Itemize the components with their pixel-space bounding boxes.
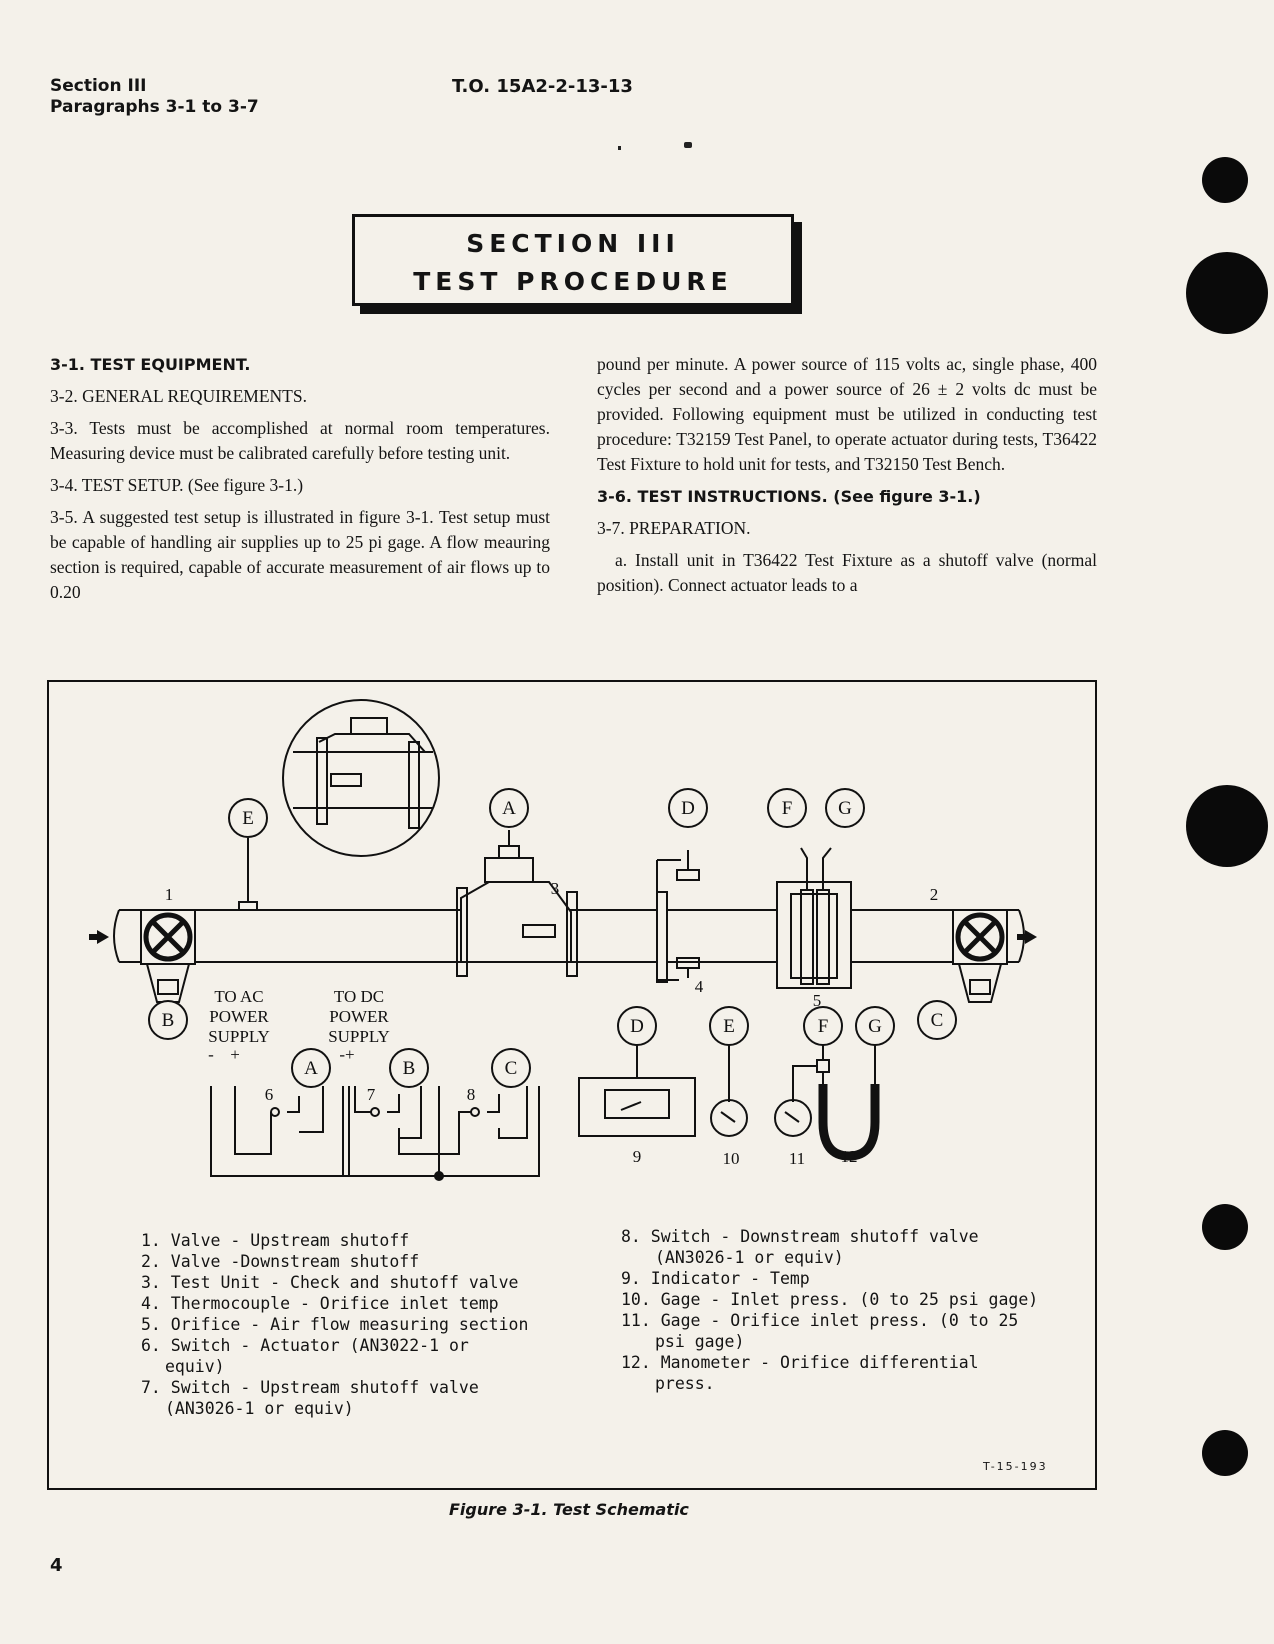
dc-polarity: -+ (339, 1045, 354, 1064)
binder-hole (1186, 252, 1268, 334)
figure-caption: Figure 3-1. Test Schematic (449, 1500, 689, 1519)
section-title: SECTION III (466, 229, 680, 258)
binder-hole (1186, 785, 1268, 867)
legend-item: 8. Switch - Downstream shutoff valve (621, 1227, 979, 1246)
legend-left: 1. Valve - Upstream shutoff 2. Valve -Do… (141, 1230, 528, 1419)
figure-code: T-15-193 (983, 1460, 1048, 1473)
para-3-5: 3-5. A suggested test setup is illustrat… (50, 507, 550, 602)
legend-item: equiv) (165, 1357, 225, 1376)
callout-11: 11 (789, 1149, 805, 1168)
paragraphs-label: Paragraphs 3-1 to 3-7 (50, 97, 259, 117)
callout-8: 8 (467, 1085, 476, 1104)
legend-item: 1. Valve - Upstream shutoff (141, 1231, 410, 1250)
para-3-1: 3-1. TEST EQUIPMENT. (50, 355, 251, 374)
para-3-2: 3-2. GENERAL REQUIREMENTS. (50, 386, 307, 406)
ac-minus: - (208, 1045, 214, 1064)
ac-plus: + (230, 1045, 240, 1064)
to-number: T.O. 15A2-2-13-13 (452, 76, 633, 97)
label-D: D (681, 798, 695, 819)
test-schematic: E A D F G B C A B C D E F G 1 2 3 4 5 6 … (89, 699, 1037, 1181)
binder-hole (1202, 1430, 1248, 1476)
label-B: B (162, 1010, 175, 1031)
label-E: E (723, 1016, 735, 1037)
speck-mark (618, 146, 621, 150)
ac-line3: SUPPLY (208, 1027, 270, 1046)
label-F: F (782, 798, 793, 819)
legend-item: 2. Valve -Downstream shutoff (141, 1252, 420, 1271)
step-a: a. Install unit in T36422 Test Fixture a… (597, 550, 1097, 595)
label-G: G (868, 1016, 882, 1037)
dc-line1: TO DC (334, 987, 384, 1006)
binder-hole (1202, 1204, 1248, 1250)
section-title-box: SECTION III TEST PROCEDURE (352, 214, 794, 306)
legend-right: 8. Switch - Downstream shutoff valve (AN… (621, 1226, 1038, 1394)
callout-7: 7 (367, 1085, 376, 1104)
label-E: E (242, 808, 254, 829)
ac-line2: POWER (209, 1007, 269, 1026)
callout-10: 10 (723, 1149, 740, 1168)
legend-item: 5. Orifice - Air flow measuring section (141, 1315, 529, 1334)
legend-item: 7. Switch - Upstream shutoff valve (141, 1378, 479, 1397)
legend-item: press. (655, 1374, 715, 1393)
para-3-4: 3-4. TEST SETUP. (See figure 3-1.) (50, 475, 304, 495)
callout-5: 5 (813, 991, 822, 1010)
figure-frame: E A D F G B C A B C D E F G 1 2 3 4 5 6 … (47, 680, 1097, 1490)
para-3-5-cont: pound per minute. A power source of 115 … (597, 354, 1097, 474)
page-number: 4 (50, 1555, 63, 1576)
para-3-6: 3-6. TEST INSTRUCTIONS. (See figure 3-1.… (597, 487, 981, 506)
legend-item: psi gage) (655, 1332, 745, 1351)
label-D: D (630, 1016, 644, 1037)
label-C: C (931, 1010, 944, 1031)
legend-item: 3. Test Unit - Check and shutoff valve (141, 1273, 519, 1292)
callout-9: 9 (633, 1147, 642, 1166)
right-column: pound per minute. A power source of 115 … (597, 352, 1097, 605)
label-C: C (505, 1058, 518, 1079)
legend-item: (AN3026-1 or equiv) (165, 1399, 354, 1418)
legend-item: 12. Manometer - Orifice differential (621, 1353, 979, 1372)
section-subtitle: TEST PROCEDURE (413, 267, 733, 296)
callout-2: 2 (930, 885, 939, 904)
dc-line3: SUPPLY (328, 1027, 390, 1046)
legend-item: 4. Thermocouple - Orifice inlet temp (141, 1294, 499, 1313)
callout-3: 3 (551, 879, 560, 898)
binder-hole (1202, 157, 1248, 203)
left-column: 3-1. TEST EQUIPMENT. 3-2. GENERAL REQUIR… (50, 352, 550, 612)
label-A: A (304, 1058, 318, 1079)
legend-item: 11. Gage - Orifice inlet press. (0 to 25 (621, 1311, 1019, 1330)
section-label: Section III (50, 76, 147, 96)
label-G: G (838, 798, 852, 819)
label-B: B (403, 1058, 416, 1079)
speck-mark (684, 142, 692, 148)
legend-item: 9. Indicator - Temp (621, 1269, 810, 1288)
callout-6: 6 (265, 1085, 274, 1104)
para-3-3: 3-3. Tests must be accomplished at norma… (50, 418, 550, 463)
para-3-7: 3-7. PREPARATION. (597, 518, 751, 538)
dc-line2: POWER (329, 1007, 389, 1026)
callout-12: 12 (841, 1147, 858, 1166)
callout-1: 1 (165, 885, 174, 904)
label-F: F (818, 1016, 829, 1037)
ac-line1: TO AC (214, 987, 263, 1006)
callout-4: 4 (695, 977, 704, 996)
legend-item: (AN3026-1 or equiv) (655, 1248, 844, 1267)
label-A: A (502, 798, 516, 819)
legend-item: 10. Gage - Inlet press. (0 to 25 psi gag… (621, 1290, 1039, 1309)
legend-item: 6. Switch - Actuator (AN3022-1 or (141, 1336, 469, 1355)
